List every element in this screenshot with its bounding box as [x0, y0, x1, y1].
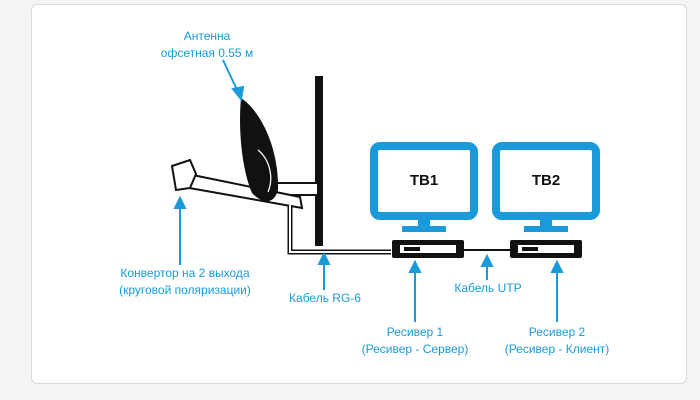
receiver1-arrow-head	[408, 259, 422, 273]
receiver1-label: Ресивер 1 (Ресивер - Сервер)	[350, 324, 480, 358]
receiver1-label-line1: Ресивер 1	[386, 325, 444, 339]
receiver1-display	[404, 247, 420, 251]
tv1-screen	[370, 142, 478, 220]
tv1-neck	[418, 218, 430, 228]
tv1-base	[402, 226, 446, 232]
receiver2-label: Ресивер 2 (Ресивер - Клиент)	[492, 324, 622, 358]
receiver2-label-line1: Ресивер 2	[528, 325, 586, 339]
antenna-label: Антенна офсетная 0.55 м	[142, 28, 272, 62]
converter-label: Конвертор на 2 выхода (круговой поляриза…	[110, 265, 260, 299]
converter-label-line1: Конвертор на 2 выхода	[120, 266, 250, 280]
receiver2-panel	[518, 245, 574, 253]
tv1-label: ТВ1	[409, 172, 439, 189]
cable-rg6-inner	[289, 205, 391, 253]
tv2-screen	[492, 142, 600, 220]
utp-arrow-head	[480, 253, 494, 267]
antenna-label-line2: офсетная 0.55 м	[160, 46, 254, 60]
tv2-label: ТВ2	[531, 172, 561, 189]
wall	[315, 76, 323, 246]
antenna-dish	[240, 98, 279, 202]
tv2-neck	[540, 218, 552, 228]
cable-utp-label: Кабель UTP	[454, 281, 522, 295]
converter-label-line2: (круговой поляризации)	[119, 283, 251, 297]
receiver1-label-line2: (Ресивер - Сервер)	[361, 342, 469, 356]
receiver2-label-line2: (Ресивер - Клиент)	[504, 342, 610, 356]
antenna-arrow-head	[231, 85, 245, 102]
antenna-label-line1: Антенна	[183, 29, 231, 43]
cable-rg6-label: Кабель RG-6	[289, 291, 361, 305]
receiver2-display	[522, 247, 538, 251]
antenna-arrow-line	[222, 59, 239, 93]
rg6-arrow-head	[317, 251, 331, 265]
converter-arrow-head	[173, 195, 187, 209]
receiver1-panel	[400, 245, 456, 253]
tv2-base	[524, 226, 568, 232]
receiver2-arrow-head	[550, 259, 564, 273]
antenna-dish-rim	[257, 149, 272, 193]
converter-head	[170, 158, 198, 192]
